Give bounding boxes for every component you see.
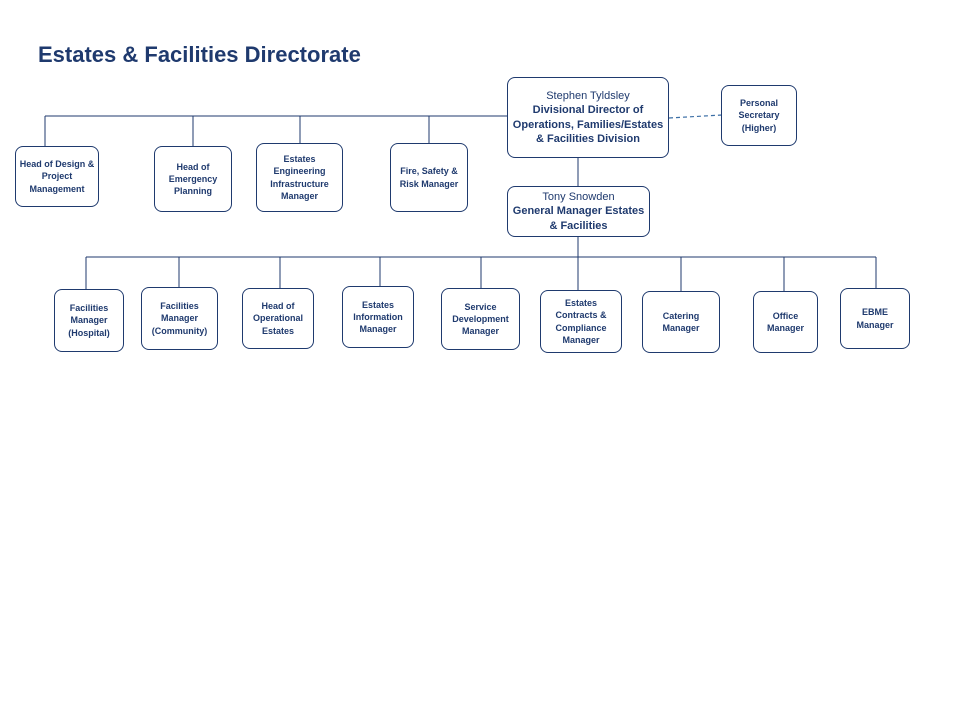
gm-report-label: Estates Contracts & Compliance Manager xyxy=(555,298,607,345)
director-name: Stephen Tyldsley xyxy=(546,89,630,102)
secretary-box: Personal Secretary (Higher) xyxy=(721,85,797,146)
gm-report-label: Service Development Manager xyxy=(452,301,509,337)
gm-report-label: Estates Information Manager xyxy=(353,299,403,335)
gm-report-box: Catering Manager xyxy=(642,291,720,353)
top-report-label: Head of Emergency Planning xyxy=(168,161,218,197)
gm-report-label: Facilities Manager (Hospital) xyxy=(68,303,110,338)
gm-report-box: Facilities Manager (Hospital) xyxy=(54,289,124,352)
gm-report-box: Estates Contracts & Compliance Manager xyxy=(540,290,622,353)
top-report-label: Fire, Safety & Risk Manager xyxy=(399,166,459,189)
general-manager-box: Tony Snowden General Manager Estates & F… xyxy=(507,186,650,237)
gm-report-box: Service Development Manager xyxy=(441,288,520,350)
general-manager-name: Tony Snowden xyxy=(542,191,615,204)
top-report-label: Estates Engineering Infrastructure Manag… xyxy=(270,154,329,201)
gm-report-label: EBME Manager xyxy=(856,307,894,330)
top-report-box: Head of Design & Project Management xyxy=(15,146,99,207)
director-box: Stephen Tyldsley Divisional Director of … xyxy=(507,77,669,158)
gm-report-label: Facilities Manager (Community) xyxy=(151,301,208,336)
secretary-dashed-line xyxy=(668,114,723,119)
gm-report-box: Office Manager xyxy=(753,291,818,353)
top-report-label: Head of Design & Project Management xyxy=(19,159,95,194)
top-report-box: Head of Emergency Planning xyxy=(154,146,232,212)
top-report-box: Fire, Safety & Risk Manager xyxy=(390,143,468,212)
gm-report-box: Estates Information Manager xyxy=(342,286,414,348)
general-manager-role: General Manager Estates & Facilities xyxy=(512,205,645,232)
top-report-box: Estates Engineering Infrastructure Manag… xyxy=(256,143,343,212)
gm-report-label: Catering Manager xyxy=(662,310,700,333)
gm-report-box: Head of Operational Estates xyxy=(242,288,314,349)
gm-report-box: Facilities Manager (Community) xyxy=(141,287,218,350)
gm-report-label: Head of Operational Estates xyxy=(252,301,303,336)
page-title: Estates & Facilities Directorate xyxy=(38,42,361,67)
director-role: Divisional Director of Operations, Famil… xyxy=(512,104,664,145)
secretary-label: Personal Secretary (Higher) xyxy=(738,98,780,133)
gm-report-label: Office Manager xyxy=(766,310,804,333)
gm-report-box: EBME Manager xyxy=(840,288,910,349)
